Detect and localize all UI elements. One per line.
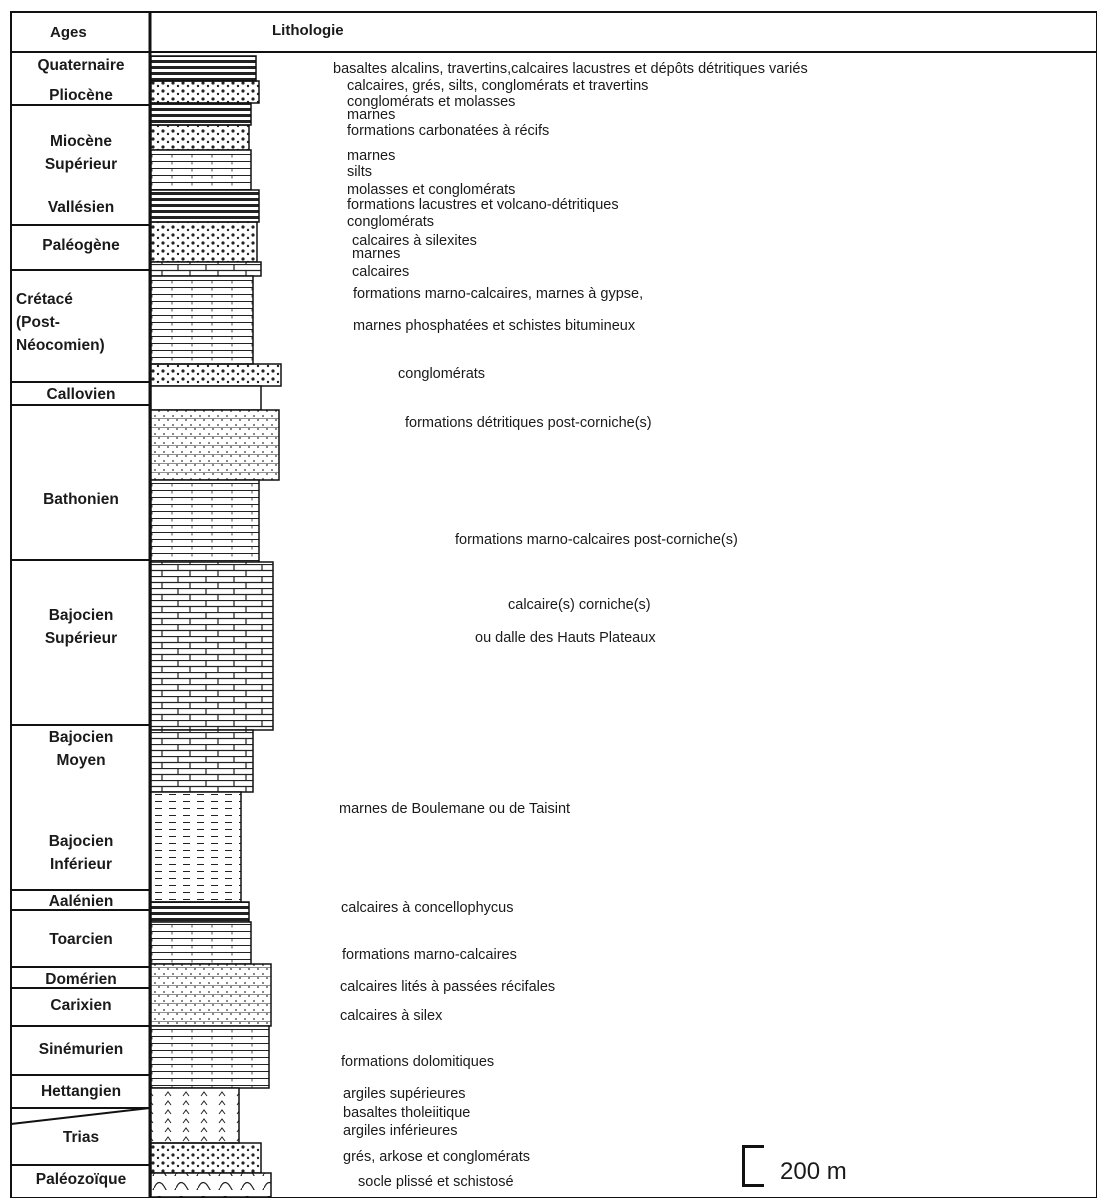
age-label: Crétacé (Post- Néocomien) (16, 288, 154, 357)
lithology-description: calcaires, grés, silts, conglomérats et … (347, 78, 649, 94)
lithology-description: calcaires à silex (340, 1008, 443, 1024)
age-label: Paléozoïque (12, 1168, 150, 1191)
lithology-description: basaltes alcalins, travertins,calcaires … (333, 61, 808, 77)
age-label-line: Vallésien (47, 199, 115, 216)
age-label: Hettangien (12, 1080, 150, 1103)
lithology-description: formations marno-calcaires (342, 947, 517, 963)
age-label-line: Hettangien (40, 1083, 122, 1100)
age-label-line: Miocène (49, 133, 112, 150)
age-label-line: Aalénien (48, 893, 114, 910)
lithology-description: silts (347, 164, 372, 180)
age-label-line: Bajocien (48, 833, 114, 850)
lithology-description: calcaires à concellophycus (341, 900, 514, 916)
lithology-description: conglomérats (347, 214, 435, 230)
lithology-description: marnes (352, 246, 401, 262)
age-label-line: Inférieur (49, 856, 112, 873)
age-label-line: Moyen (56, 752, 106, 769)
age-label: Callovien (12, 383, 150, 406)
lithology-description: formations marno-calcaires, marnes à gyp… (353, 286, 644, 302)
age-label-line: Paléozoïque (35, 1171, 127, 1188)
age-label-line: Callovien (46, 386, 116, 403)
age-label-line: Carixien (50, 997, 112, 1014)
lithology-description: formations détritiques post-corniche(s) (405, 415, 652, 431)
age-label-line: Crétacé (16, 291, 73, 308)
lithology-description: marnes phosphatées et schistes bitumineu… (353, 318, 636, 334)
age-label-line: (Post- (16, 314, 60, 331)
age-label: Bathonien (12, 488, 150, 511)
lithology-description: marnes (347, 107, 396, 123)
lithology-description: marnes de Boulemane ou de Taisint (339, 801, 571, 817)
age-label: Trias (12, 1126, 150, 1149)
age-label: Vallésien (12, 196, 150, 219)
age-label: Sinémurien (12, 1038, 150, 1061)
lithology-description: calcaires lités à passées récifales (340, 979, 556, 995)
lithology-description: formations carbonatées à récifs (347, 123, 550, 139)
age-label-line: Trias (62, 1129, 100, 1146)
lithology-description: argiles inférieures (343, 1123, 458, 1139)
age-label-line: Bathonien (43, 491, 119, 508)
lithology-description: formations lacustres et volcano-détritiq… (347, 197, 619, 213)
age-label-line: Domérien (45, 971, 117, 988)
age-label-line: Supérieur (44, 630, 118, 647)
age-label-line: Sinémurien (38, 1041, 124, 1058)
age-label-line: Paléogène (42, 237, 120, 254)
age-label: Aalénien (12, 890, 150, 913)
lithology-description: conglomérats et molasses (347, 94, 516, 110)
age-label-line: Bajocien (48, 729, 114, 746)
age-label-line: Supérieur (44, 156, 118, 173)
lithology-description: ou dalle des Hauts Plateaux (475, 630, 656, 646)
lithology-description: grés, arkose et conglomérats (343, 1149, 530, 1165)
lithology-description: calcaires (352, 264, 410, 280)
lithology-column-header: Lithologie (272, 22, 344, 39)
lithology-description: calcaires à silexites (352, 233, 477, 249)
age-label-line: Quaternaire (37, 57, 125, 74)
age-label: Carixien (12, 994, 150, 1017)
age-label-line: Toarcien (49, 931, 113, 948)
lithology-description: socle plissé et schistosé (358, 1174, 514, 1190)
lithology-description: conglomérats (398, 366, 486, 382)
lithology-description: basaltes tholeiitique (343, 1105, 471, 1121)
lithology-description: calcaire(s) corniche(s) (508, 597, 651, 613)
age-label: Quaternaire (12, 54, 150, 77)
lithology-description: marnes (347, 148, 396, 164)
lithology-description: molasses et conglomérats (347, 182, 516, 198)
age-label-line: Pliocène (49, 87, 113, 104)
scale-bar (742, 1145, 764, 1187)
ages-column-header: Ages (50, 24, 87, 41)
age-label: Domérien (12, 968, 150, 991)
age-label-line: Bajocien (48, 607, 114, 624)
age-label-line: Néocomien) (16, 337, 105, 354)
age-label: Toarcien (12, 928, 150, 951)
lithology-description: argiles supérieures (343, 1086, 466, 1102)
age-label: Paléogène (12, 234, 150, 257)
lithology-description: formations marno-calcaires post-corniche… (455, 532, 738, 548)
lithology-description: formations dolomitiques (341, 1054, 495, 1070)
age-label: Pliocène (12, 84, 150, 107)
scale-bar-label: 200 m (780, 1158, 847, 1185)
